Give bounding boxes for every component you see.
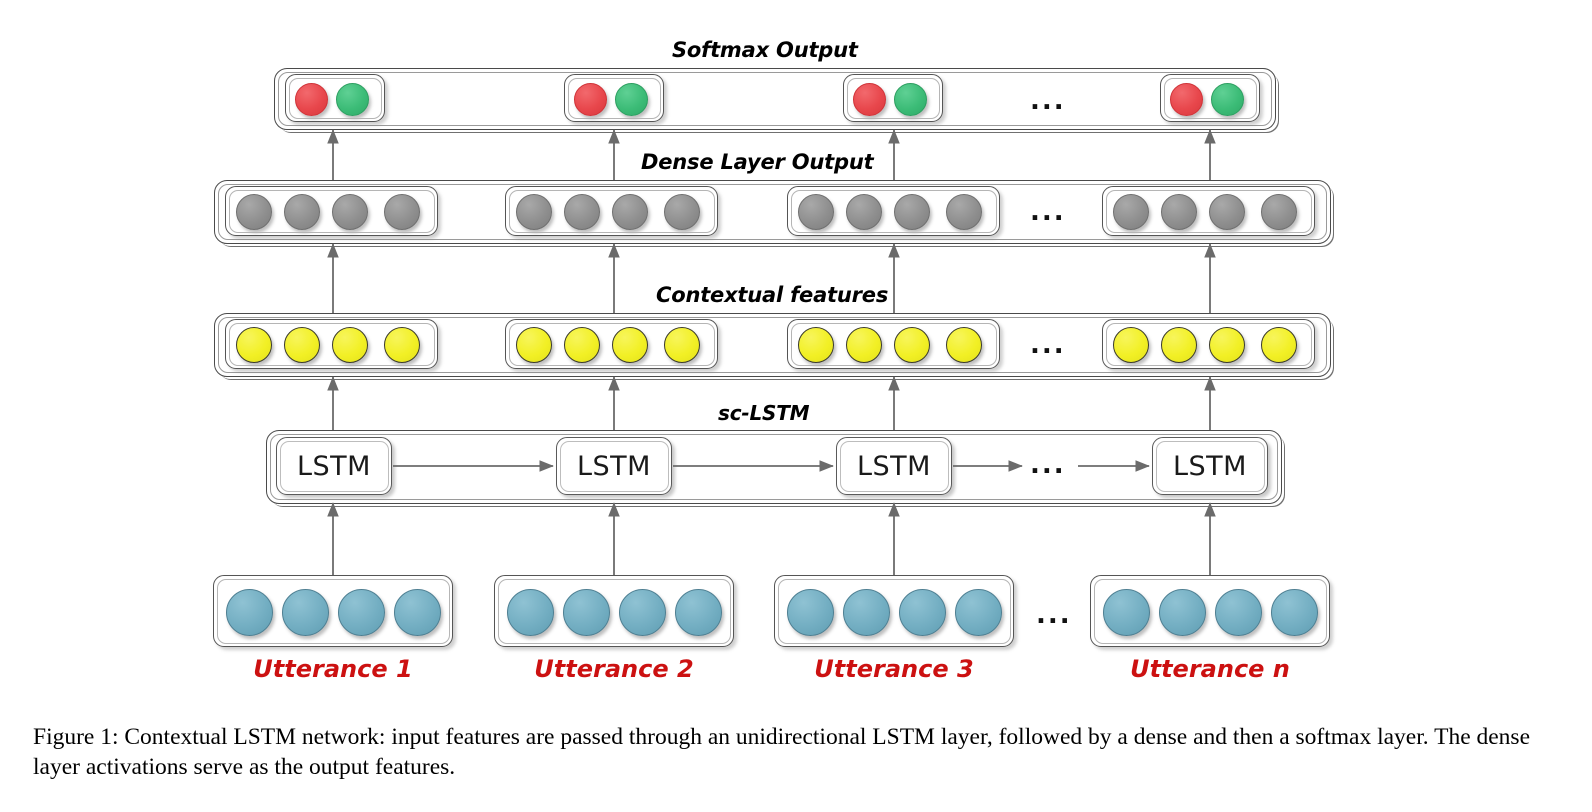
softmax-ellipsis: ... (1030, 86, 1066, 116)
input-node (787, 589, 834, 636)
lstm-cell-1[interactable]: LSTM (276, 437, 392, 495)
input-group-2[interactable] (494, 575, 734, 647)
contextual-node (1261, 327, 1297, 363)
softmax-group-1[interactable] (285, 74, 385, 122)
input-node (226, 589, 273, 636)
softmax-node-red (853, 83, 886, 116)
dense-node (1261, 194, 1297, 230)
contextual-node (284, 327, 320, 363)
softmax-node-green (336, 83, 369, 116)
contextual-node (894, 327, 930, 363)
dense-node (516, 194, 552, 230)
input-group-3[interactable] (774, 575, 1014, 647)
sc-lstm-bar (266, 430, 1282, 504)
input-group-n[interactable] (1090, 575, 1330, 647)
dense-group-n[interactable] (1102, 186, 1315, 236)
contextual-node (1161, 327, 1197, 363)
dense-node (664, 194, 700, 230)
input-ellipsis: ... (1036, 600, 1072, 630)
dense-node (564, 194, 600, 230)
contextual-node (946, 327, 982, 363)
lstm-cell-n[interactable]: LSTM (1152, 437, 1268, 495)
softmax-group-n[interactable] (1160, 74, 1260, 122)
contextual-node (846, 327, 882, 363)
input-node (675, 589, 722, 636)
input-node (394, 589, 441, 636)
softmax-node-red (1170, 83, 1203, 116)
contextual-node (1209, 327, 1245, 363)
softmax-node-green (1211, 83, 1244, 116)
utterance-label-n: Utterance n (1130, 655, 1290, 683)
input-node (843, 589, 890, 636)
lstm-cell-3[interactable]: LSTM (836, 437, 952, 495)
utterance-label-1: Utterance 1 (253, 655, 413, 683)
utterance-label-3: Utterance 3 (814, 655, 974, 683)
contextual-node (1113, 327, 1149, 363)
dense-node (384, 194, 420, 230)
softmax-output-label: Softmax Output (672, 38, 858, 62)
dense-node (846, 194, 882, 230)
utterance-label-2: Utterance 2 (534, 655, 694, 683)
dense-node (894, 194, 930, 230)
dense-group-2[interactable] (505, 186, 718, 236)
contextual-node (384, 327, 420, 363)
dense-node (612, 194, 648, 230)
dense-node (284, 194, 320, 230)
softmax-node-green (615, 83, 648, 116)
contextual-ellipsis: ... (1030, 330, 1066, 360)
input-node (338, 589, 385, 636)
contextual-node (564, 327, 600, 363)
dense-ellipsis: ... (1030, 197, 1066, 227)
contextual-group-1[interactable] (225, 319, 438, 369)
dense-group-1[interactable] (225, 186, 438, 236)
softmax-node-red (574, 83, 607, 116)
input-group-1[interactable] (213, 575, 453, 647)
input-node (899, 589, 946, 636)
softmax-group-2[interactable] (564, 74, 664, 122)
dense-node (946, 194, 982, 230)
contextual-group-3[interactable] (787, 319, 1000, 369)
dense-layer-output-label: Dense Layer Output (641, 150, 874, 174)
softmax-output-bar (274, 68, 1276, 130)
input-node (563, 589, 610, 636)
contextual-node (664, 327, 700, 363)
input-node (282, 589, 329, 636)
input-node (1271, 589, 1318, 636)
softmax-node-green (894, 83, 927, 116)
softmax-node-red (295, 83, 328, 116)
dense-node (1161, 194, 1197, 230)
dense-node (236, 194, 272, 230)
sc-lstm-ellipsis: ... (1030, 450, 1066, 480)
figure-caption: Figure 1: Contextual LSTM network: input… (33, 724, 1531, 780)
softmax-group-3[interactable] (843, 74, 943, 122)
dense-group-3[interactable] (787, 186, 1000, 236)
contextual-group-n[interactable] (1102, 319, 1315, 369)
contextual-node (798, 327, 834, 363)
sc-lstm-label: sc-LSTM (718, 401, 810, 425)
input-node (955, 589, 1002, 636)
contextual-node (236, 327, 272, 363)
dense-node (1113, 194, 1149, 230)
contextual-node (516, 327, 552, 363)
input-node (1103, 589, 1150, 636)
input-node (1159, 589, 1206, 636)
contextual-features-label: Contextual features (656, 283, 889, 307)
input-node (1215, 589, 1262, 636)
lstm-cell-2[interactable]: LSTM (556, 437, 672, 495)
contextual-group-2[interactable] (505, 319, 718, 369)
input-node (619, 589, 666, 636)
contextual-node (332, 327, 368, 363)
contextual-node (612, 327, 648, 363)
dense-node (798, 194, 834, 230)
dense-node (332, 194, 368, 230)
dense-node (1209, 194, 1245, 230)
input-node (507, 589, 554, 636)
